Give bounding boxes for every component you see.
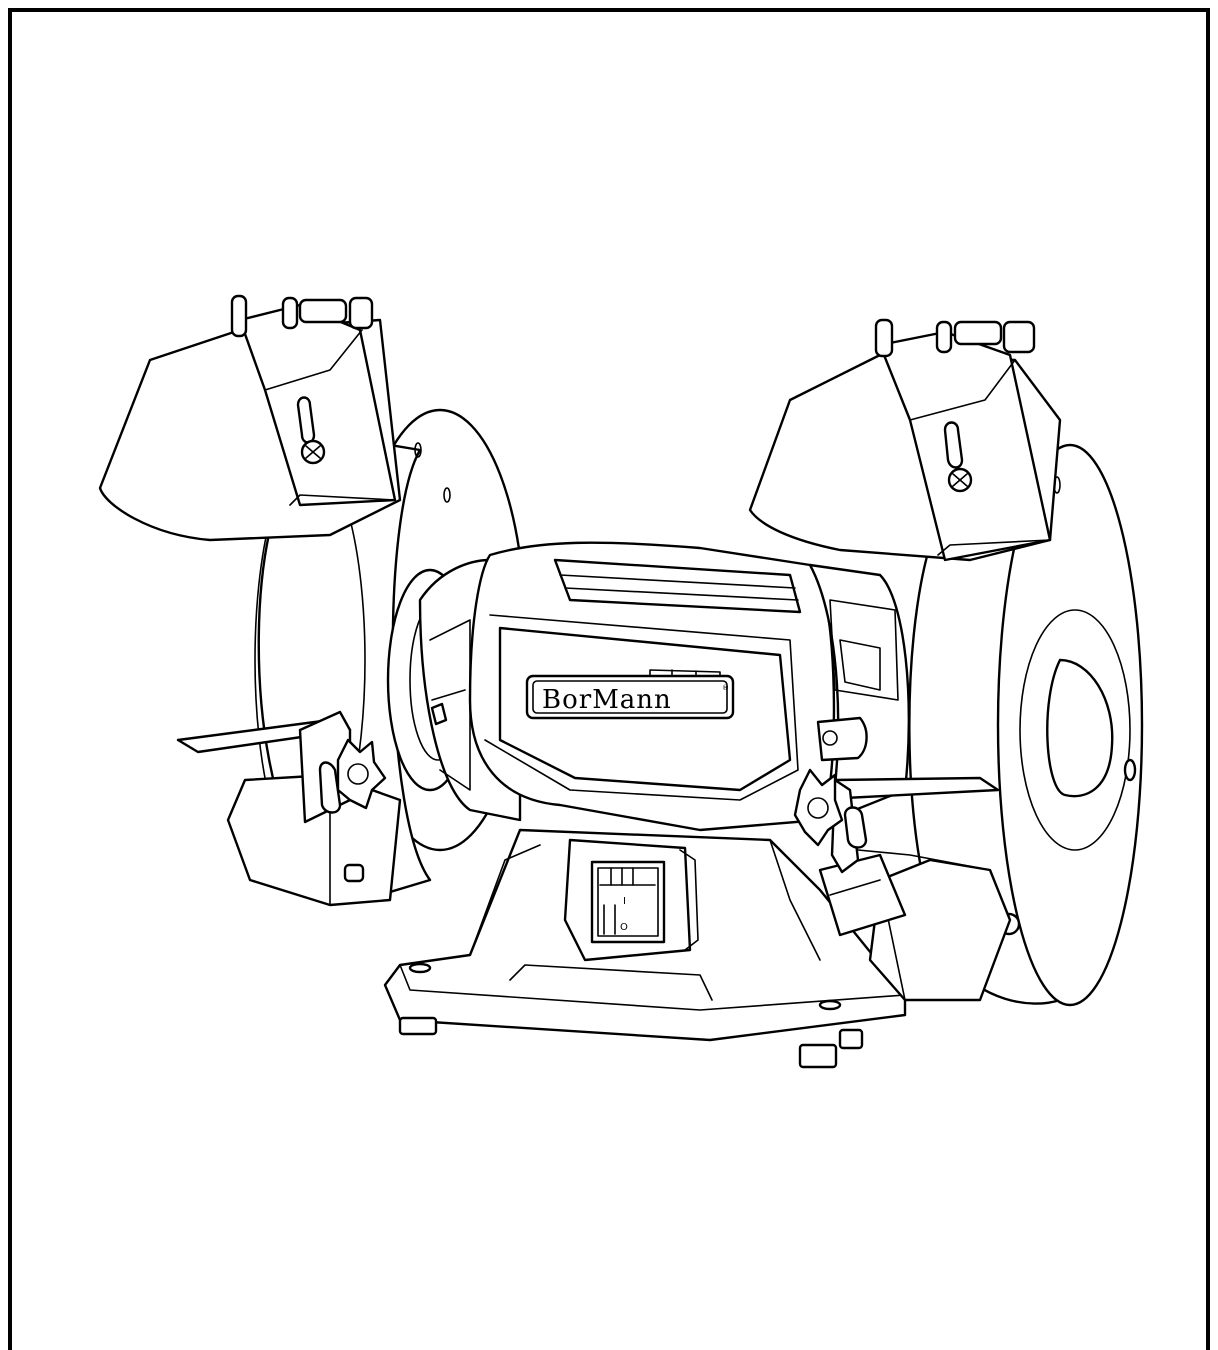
right-wheel-guard-front <box>818 853 907 937</box>
right-hinge-knob-a <box>874 318 894 358</box>
brand-logo-text: BorMann <box>542 685 672 715</box>
right-shield-slot <box>943 421 964 469</box>
motor-top-ribs <box>553 558 802 614</box>
base-foot-left <box>398 1016 438 1036</box>
base-mount-hole-left <box>408 962 432 974</box>
power-switch: I O <box>563 838 699 962</box>
right-tool-rest-knob <box>793 768 844 847</box>
left-hinge-knob-b <box>348 296 374 330</box>
page-frame <box>8 8 1210 1350</box>
brand-logo-registered-mark: ® <box>722 684 729 692</box>
left-hinge-knob-a <box>230 294 248 338</box>
base-mount-hole-right <box>818 999 842 1011</box>
left-eye-shield <box>98 294 402 542</box>
motor-housing: BorMann ® <box>418 541 911 832</box>
switch-on-marking: I <box>623 896 626 907</box>
right-tool-rest-bracket <box>830 778 860 874</box>
base-foot-right-b <box>838 1028 864 1050</box>
left-shield-slot <box>296 396 316 444</box>
right-lower-guard <box>868 858 1012 1002</box>
right-flange-ring <box>1019 609 1131 851</box>
base-foot-right-a <box>798 1043 838 1069</box>
left-tool-rest-knob <box>336 738 387 810</box>
right-hub-nut <box>1046 658 1114 798</box>
brand-logo-plate: BorMann ® <box>525 669 735 720</box>
left-guard-pin <box>343 863 365 883</box>
switch-rocker-frame <box>590 860 666 944</box>
left-tool-rest <box>176 710 387 824</box>
right-hinge-knob-b <box>1002 320 1036 354</box>
right-disc-bolt-side <box>1123 758 1137 782</box>
right-tool-rest <box>793 768 1000 874</box>
right-eye-shield <box>748 318 1062 562</box>
switch-off-marking: O <box>620 922 628 933</box>
